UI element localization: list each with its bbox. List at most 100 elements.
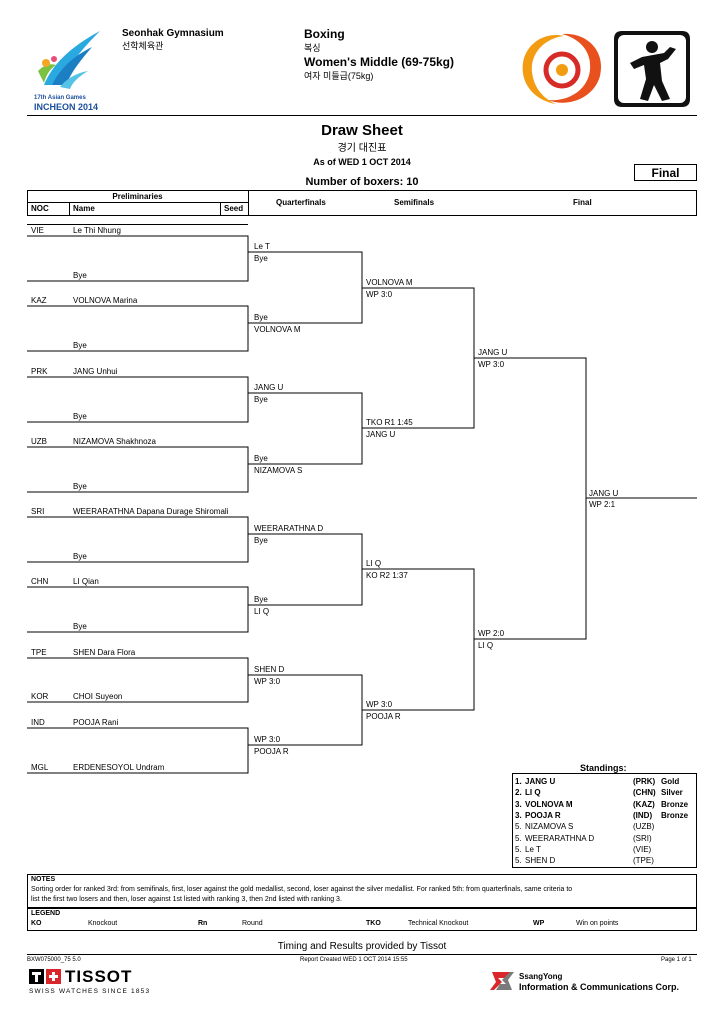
- prelim-name: LI Qian: [73, 577, 99, 586]
- standings-row: 5.NIZAMOVA S(UZB): [513, 821, 696, 832]
- semi-label-bottom: LI Q: [478, 641, 494, 650]
- column-header-box: [27, 190, 697, 216]
- sf-round-label-bottom: WP 3:0: [366, 290, 393, 299]
- prelim-noc: MGL: [31, 763, 49, 772]
- standings-noc: (TPE): [633, 856, 654, 866]
- ssangyong-name: SsangYong: [519, 972, 563, 981]
- sport-name-kr: 복싱: [304, 43, 321, 53]
- qf-label-bottom: VOLNOVA M: [254, 325, 301, 334]
- qf-label-bottom: WP 3:0: [254, 677, 281, 686]
- header-seed: Seed: [224, 204, 244, 213]
- prelim-name: Bye: [73, 482, 87, 491]
- prelim-name: Bye: [73, 271, 87, 280]
- legend-desc-rn: Round: [242, 920, 263, 927]
- prelim-noc: IND: [31, 718, 45, 727]
- legend-box: [27, 908, 697, 931]
- tissot-logo: TISSOT SWISS WATCHES SINCE 1853: [27, 967, 152, 997]
- venue-name: Seonhak Gymnasium: [122, 28, 224, 39]
- prelim-name: WEERARATHNA Dapana Durage Shiromali: [73, 507, 229, 516]
- standings-rank: 5.: [515, 844, 522, 854]
- standings-noc: (KAZ): [633, 799, 655, 809]
- legend-code-ko: KO: [31, 920, 42, 927]
- standings-medal: Silver: [661, 788, 683, 798]
- ssangyong-s-icon: [488, 968, 516, 994]
- qf-label-top: Bye: [254, 313, 268, 322]
- standings-medal: Gold: [661, 777, 680, 786]
- legend-desc-ko: Knockout: [88, 920, 118, 927]
- sf-round-label-bottom: POOJA R: [366, 712, 401, 721]
- qf-label-top: JANG U: [254, 383, 284, 392]
- qf-label-bottom: Bye: [254, 254, 268, 263]
- legend-title: LEGEND: [31, 910, 61, 917]
- games-logo: 17th Asian Games INCHEON 2014: [30, 25, 110, 113]
- prelim-name: POOJA Rani: [73, 718, 119, 727]
- timing-credit: Timing and Results provided by Tissot: [277, 941, 447, 952]
- header-preliminaries: Preliminaries: [112, 192, 163, 201]
- standings-medal: Bronze: [661, 799, 689, 809]
- prelim-noc: TPE: [31, 648, 47, 657]
- prelim-name: JANG Unhui: [73, 367, 118, 376]
- qf-label-top: Le T: [254, 242, 270, 251]
- standings-noc: (UZB): [633, 822, 655, 832]
- semi-label-top: WP 2:0: [478, 629, 505, 638]
- qf-label-top: WP 3:0: [254, 735, 281, 744]
- boxer-count: Number of boxers: 10: [305, 176, 419, 188]
- standings-name: SHEN D: [525, 856, 556, 866]
- report-created: Report Created WED 1 OCT 2014 15:55: [300, 957, 408, 963]
- header-name: Name: [73, 204, 95, 213]
- sf-round-label-top: WP 3:0: [366, 700, 393, 709]
- notes-line-2: list the first two losers and then, lose…: [31, 896, 342, 903]
- standings-row: 5.WEERARATHNA D(SRI): [513, 833, 696, 844]
- semi-label-top: JANG U: [478, 348, 508, 357]
- standings-noc: (VIE): [633, 844, 652, 854]
- prelim-noc: KAZ: [31, 296, 47, 305]
- prelim-noc: VIE: [31, 226, 44, 235]
- standings-name: VOLNOVA M: [525, 799, 573, 809]
- header-rule: [27, 115, 697, 116]
- prelim-name: VOLNOVA Marina: [73, 296, 138, 305]
- final-badge-label: Final: [651, 166, 680, 180]
- final-score: WP 2:1: [589, 500, 616, 509]
- ssangyong-logo: SsangYong Information & Communications C…: [488, 966, 698, 996]
- qf-label-top: WEERARATHNA D: [254, 524, 324, 533]
- standings-row: 5.Le T(VIE): [513, 844, 696, 855]
- sf-round-label-top: VOLNOVA M: [366, 278, 413, 287]
- standings-rank: 2.: [515, 788, 522, 798]
- page-number: Page 1 of 1: [661, 957, 692, 963]
- standings-rank: 5.: [515, 833, 522, 843]
- sf-round-label-bottom: JANG U: [366, 430, 396, 439]
- standings-name: LI Q: [525, 788, 541, 798]
- games-logo-line2: INCHEON 2014: [34, 102, 99, 112]
- standings-rank: 3.: [515, 810, 522, 820]
- bracket-lines: [27, 235, 697, 774]
- standings-name: WEERARATHNA D: [525, 833, 595, 843]
- prelim-name: Bye: [73, 552, 87, 561]
- header-quarterfinals: Quarterfinals: [276, 198, 326, 207]
- name-col-divider: [69, 202, 70, 216]
- bracket-top-rule: [27, 224, 248, 225]
- venue-name-kr: 선학체육관: [122, 41, 164, 51]
- qf-label-bottom: Bye: [254, 395, 268, 404]
- as-of-date: As of WED 1 OCT 2014: [313, 157, 411, 167]
- prelim-name: CHOI Suyeon: [73, 692, 123, 701]
- prelim-noc: CHN: [31, 577, 49, 586]
- prelim-noc: SRI: [31, 507, 45, 516]
- event-name-kr: 여자 미들급(75kg): [304, 71, 374, 81]
- legend-code-tko: TKO: [366, 920, 381, 927]
- report-code: BXW075000_75 5.0: [27, 957, 81, 963]
- qf-label-top: SHEN D: [254, 665, 285, 674]
- prelim-divider: [248, 190, 249, 216]
- final-badge: Final: [634, 164, 697, 181]
- qf-label-bottom: POOJA R: [254, 747, 289, 756]
- final-winner: JANG U: [589, 489, 619, 498]
- event-name: Women's Middle (69-75kg): [304, 55, 454, 69]
- sport-name: Boxing: [304, 27, 345, 41]
- tissot-cross-icon: [29, 969, 63, 984]
- sf-round-label-top: TKO R1 1:45: [366, 418, 413, 427]
- header-semifinals: Semifinals: [394, 198, 435, 207]
- standings-name: POOJA R: [525, 810, 561, 820]
- standings-row: 1.JANG U(PRK)Gold: [513, 776, 696, 787]
- prelim-noc: KOR: [31, 692, 49, 701]
- legend-code-wp: WP: [533, 920, 545, 927]
- standings-title: Standings:: [580, 763, 627, 773]
